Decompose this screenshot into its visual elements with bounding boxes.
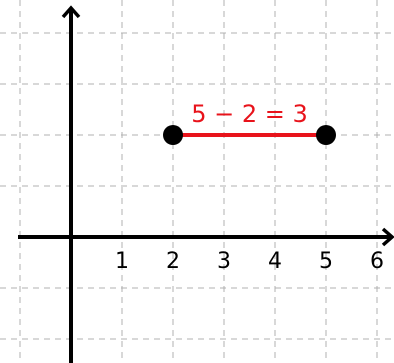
y-axis-arrowhead	[61, 5, 81, 19]
segment-start-point	[163, 125, 183, 145]
x-tick-labels: 1 2 3 4 5 6	[115, 249, 384, 274]
x-tick-label-2: 2	[166, 249, 180, 274]
segment-end-point	[316, 125, 336, 145]
x-tick-label-1: 1	[115, 249, 129, 274]
x-tick-label-4: 4	[268, 249, 282, 274]
distance-segment: 5 − 2 = 3	[163, 100, 336, 145]
segment-equation-label: 5 − 2 = 3	[191, 100, 308, 128]
x-tick-label-5: 5	[319, 249, 333, 274]
x-tick-label-3: 3	[217, 249, 231, 274]
axes	[18, 5, 394, 363]
x-tick-label-6: 6	[370, 249, 384, 274]
x-axis-arrowhead	[381, 227, 394, 247]
